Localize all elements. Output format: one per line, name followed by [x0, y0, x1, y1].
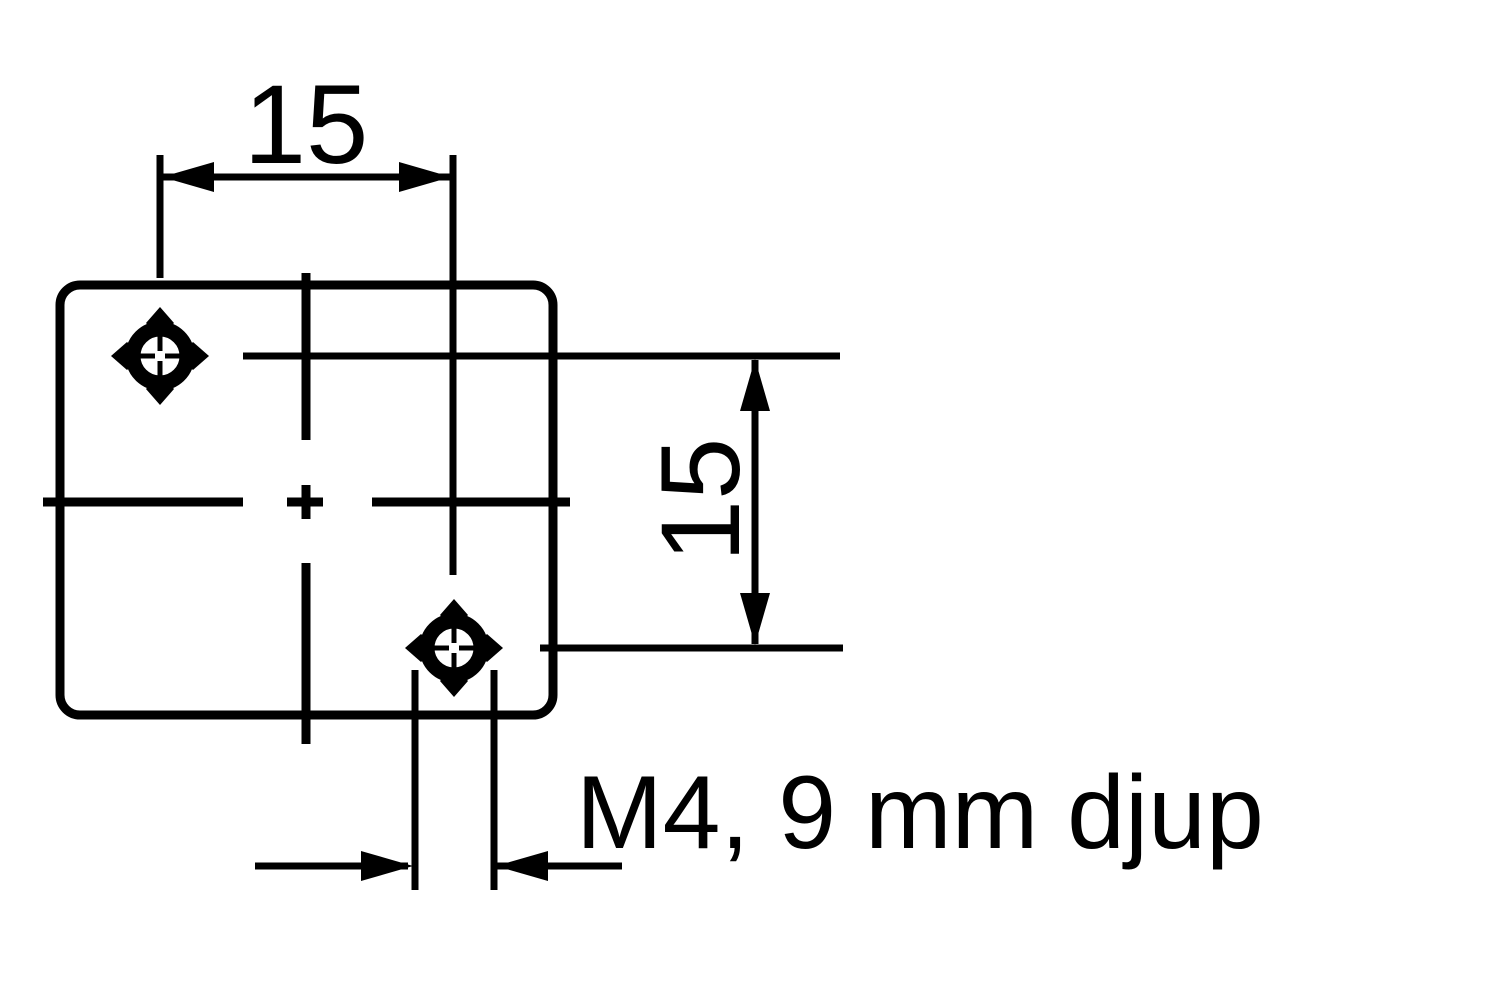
- hole-spike-west: [111, 342, 143, 370]
- thread-callout: M4, 9 mm djup: [255, 670, 1264, 890]
- arrowhead-up-icon: [740, 359, 770, 411]
- dimension-right-label-group: 15: [638, 438, 763, 563]
- dimension-right: 15: [243, 352, 843, 652]
- thread-callout-label: M4, 9 mm djup: [576, 755, 1264, 871]
- hole-spike-north: [440, 599, 468, 631]
- hole-spike-east: [471, 634, 503, 662]
- arrowhead-right-icon: [399, 162, 451, 192]
- hole-spike-north: [146, 307, 174, 339]
- hole-spike-south: [440, 665, 468, 697]
- dimension-top: 15: [156, 62, 457, 575]
- dimension-right-label: 15: [638, 438, 763, 563]
- arrowhead-down-icon: [740, 593, 770, 645]
- hole-spike-south: [146, 373, 174, 405]
- arrowhead-left-icon: [496, 851, 548, 881]
- hole-top-left: [111, 307, 209, 405]
- arrowhead-left-icon: [162, 162, 214, 192]
- hole-spike-east: [177, 342, 209, 370]
- hole-bottom-center: [405, 599, 503, 697]
- dimension-top-label: 15: [244, 62, 369, 187]
- hole-spike-west: [405, 634, 437, 662]
- arrowhead-right-icon: [361, 851, 413, 881]
